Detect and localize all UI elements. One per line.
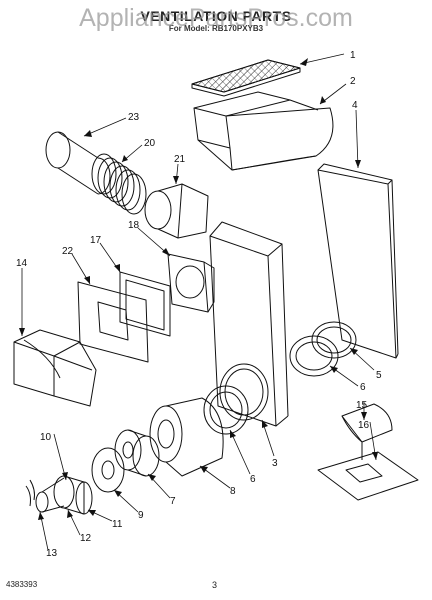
callout-label: 9 xyxy=(138,510,144,521)
callout-label: 22 xyxy=(62,246,74,257)
callout-label: 6 xyxy=(360,382,366,393)
callout-label: 20 xyxy=(144,138,156,149)
callout-labels: 1 2 4 23 20 21 18 17 22 14 5 6 15 16 3 6… xyxy=(16,50,382,559)
part-collar-plate xyxy=(167,253,215,313)
part-blower-housing xyxy=(149,397,224,477)
callout-label: 11 xyxy=(112,519,123,530)
part-inner-frame xyxy=(119,271,171,337)
callout-label: 7 xyxy=(170,496,176,507)
page-title: VENTILATION PARTS xyxy=(140,8,292,24)
model-subtitle: For Model: RB170PXYB3 xyxy=(168,24,264,33)
callout-label: 13 xyxy=(46,548,58,559)
arrow-heads xyxy=(19,58,378,520)
part-elbow-duct xyxy=(13,329,97,407)
part-duct-hood xyxy=(193,91,334,171)
part-blower-wheel xyxy=(114,429,160,477)
part-ring-5 xyxy=(311,321,357,359)
callout-label: 23 xyxy=(128,112,140,123)
callout-label: 18 xyxy=(128,220,140,231)
callout-label: 8 xyxy=(230,486,236,497)
callout-label: 17 xyxy=(90,235,102,246)
callout-label: 3 xyxy=(272,458,278,469)
callout-label: 15 xyxy=(356,400,368,411)
part-gasket-plate xyxy=(77,281,149,363)
document-number: 4383393 xyxy=(6,580,38,589)
part-motor-assembly xyxy=(25,475,93,515)
part-side-panel xyxy=(317,163,399,359)
callout-label: 14 xyxy=(16,258,28,269)
part-flex-duct xyxy=(91,153,147,215)
leader-lines xyxy=(21,53,377,551)
callout-label: 12 xyxy=(80,533,92,544)
callout-label: 6 xyxy=(250,474,256,485)
watermark: AppliancePartsPros.com xyxy=(79,4,353,32)
part-main-housing xyxy=(209,221,289,427)
page-number: 3 xyxy=(212,580,218,590)
callout-label: 2 xyxy=(350,76,356,87)
part-transition xyxy=(144,183,209,239)
callout-label: 5 xyxy=(376,370,382,381)
callout-label: 10 xyxy=(40,432,52,443)
part-filter xyxy=(191,59,301,97)
part-outer-hood xyxy=(341,403,393,460)
callout-label: 1 xyxy=(350,50,356,61)
part-base-plate xyxy=(317,451,419,501)
callout-label: 21 xyxy=(174,154,186,165)
part-gasket-6b xyxy=(203,385,249,435)
callout-label: 16 xyxy=(358,420,370,431)
part-gasket-6a xyxy=(289,335,339,377)
part-mounting-plate xyxy=(91,447,125,493)
callout-label: 4 xyxy=(352,100,358,111)
part-sleeve xyxy=(45,131,111,195)
